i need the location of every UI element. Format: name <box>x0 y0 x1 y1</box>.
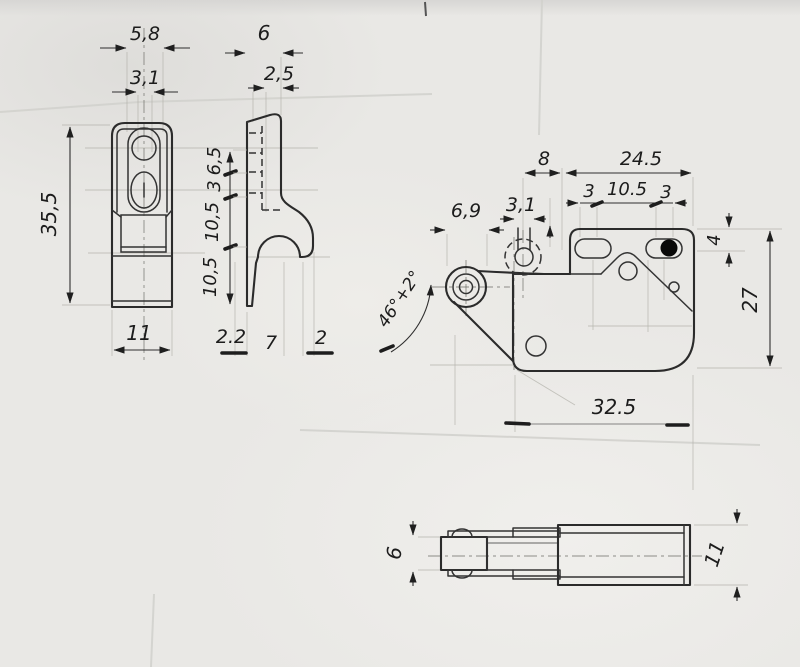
dim-main-slot-right-width: 3 <box>660 182 671 203</box>
dim-main-slot-spacing: 10.5 <box>607 179 647 200</box>
bottom-housing <box>556 523 692 587</box>
dim-bottom-depth: 6 <box>381 545 407 561</box>
front-body-outline <box>110 121 174 309</box>
dim-main-slot-left-width: 3 <box>583 181 594 202</box>
dim-side-foot-mid: 7 <box>265 332 277 354</box>
dim-main-body-height: 27 <box>738 287 762 313</box>
dim-side-top-inset: 2,5 <box>264 63 294 85</box>
dim-front-hole-width: 3,1 <box>130 67 160 89</box>
dim-front-height: 35,5 <box>37 192 61 237</box>
dim-side-seg-top: 6,5 <box>204 147 225 176</box>
main-cam-contour <box>600 252 693 312</box>
main-pin <box>514 247 534 267</box>
dim-main-pin-width: 3,1 <box>506 194 536 216</box>
dim-main-pin-offset: 8 <box>538 148 550 170</box>
main-roller-mid <box>452 273 480 301</box>
dim-main-roller-dia: 6,9 <box>451 200 481 222</box>
dim-side-foot-left: 2.2 <box>216 326 246 348</box>
front-window <box>120 214 167 253</box>
side-profile-outline <box>245 113 315 308</box>
dim-main-top-width: 24.5 <box>620 148 662 170</box>
dim-side-foot-right: 2 <box>315 327 327 349</box>
main-hole-small <box>668 281 680 293</box>
dim-front-slot-width: 5,8 <box>130 23 160 45</box>
main-plate-outline <box>511 227 696 373</box>
main-lever-arm <box>452 269 572 363</box>
dim-main-lever-angle: 46°+2° <box>374 267 426 331</box>
dim-main-flange-height: 4 <box>704 234 725 245</box>
main-pin-alt-dashed <box>504 238 542 276</box>
front-slot <box>127 127 161 213</box>
front-view: 5,8 3,1 35,5 11 <box>37 23 318 362</box>
ink-blob-mark <box>660 239 678 257</box>
dim-bottom-housing-height: 11 <box>699 538 730 570</box>
side-view: 6 2,5 6,5 3 10,5 10,5 2.2 7 2 <box>200 21 334 356</box>
front-hole-oval <box>130 171 158 209</box>
paper-creases <box>0 0 761 667</box>
front-hole-round <box>131 135 157 161</box>
bottom-view: 6 11 <box>381 509 748 601</box>
main-roller-outer <box>444 265 488 309</box>
dim-front-width: 11 <box>126 321 151 345</box>
bottom-lever-block <box>439 535 489 572</box>
dim-side-seg-lower: 10,5 <box>200 257 221 297</box>
main-roller-inner <box>458 279 474 295</box>
main-hole-top <box>618 261 638 281</box>
dim-side-seg-upper: 3 <box>204 180 225 191</box>
main-slot-left <box>574 238 612 259</box>
main-hole-bottom <box>525 335 547 357</box>
dim-side-depth: 6 <box>258 21 271 45</box>
main-slot-right <box>645 238 683 259</box>
dim-side-seg-mid: 10,5 <box>202 202 223 242</box>
dim-main-body-width: 32.5 <box>592 395 637 419</box>
